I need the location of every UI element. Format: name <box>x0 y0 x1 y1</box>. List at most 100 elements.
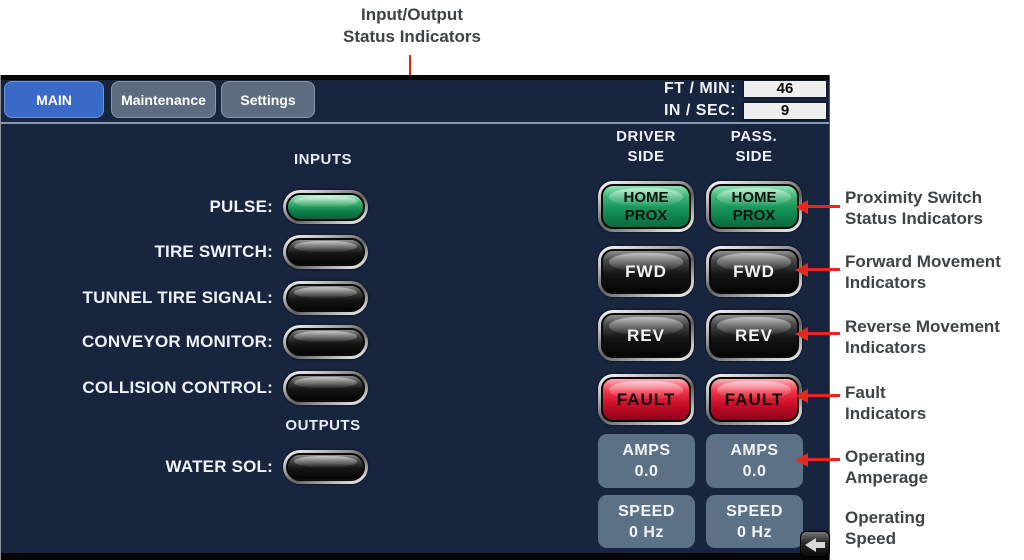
annotation-reverse: Reverse Movement Indicators <box>845 316 1000 358</box>
pass-home-prox-label: HOME PROX <box>731 188 777 224</box>
driver-fwd-indicator: FWD <box>598 246 694 297</box>
pass-amps-readout: AMPS 0.0 <box>706 434 803 488</box>
driver-speed-title: SPEED <box>618 503 675 520</box>
pass-amps-value: 0.0 <box>742 463 767 480</box>
arrow-fault <box>795 389 840 403</box>
driver-amps-value: 0.0 <box>634 463 659 480</box>
in-per-sec-label: IN / SEC: <box>663 102 736 119</box>
arrow-amperage <box>795 453 840 467</box>
annotation-proximity-line2: Status Indicators <box>845 209 983 228</box>
io-status-annotation-line1: Input/Output <box>361 5 463 24</box>
arrowhead-icon <box>795 327 808 341</box>
driver-rev-label: REV <box>627 325 665 345</box>
pass-side-line1: PASS. <box>730 128 778 145</box>
annotation-speed: Operating Speed <box>845 507 925 549</box>
annotation-proximity-line1: Proximity Switch <box>845 188 982 207</box>
ft-per-min-value: 46 <box>742 79 828 99</box>
pass-fwd-indicator: FWD <box>706 246 802 297</box>
output-indicator-water-sol <box>283 450 368 484</box>
io-status-annotation-line2: Status Indicators <box>343 27 481 46</box>
in-per-sec-value: 9 <box>742 101 828 121</box>
back-arrow-icon <box>805 538 816 552</box>
indicator-face: FAULT <box>601 377 691 422</box>
arrowhead-icon <box>795 263 808 277</box>
outputs-header: OUTPUTS <box>285 417 361 434</box>
output-label-water-sol: WATER SOL: <box>165 457 273 476</box>
driver-speed-value: 0 Hz <box>629 524 664 541</box>
back-arrow-icon-shaft <box>816 542 825 548</box>
pass-speed-title: SPEED <box>726 503 783 520</box>
driver-fwd-label: FWD <box>625 261 667 281</box>
indicator-lens <box>286 193 365 221</box>
pass-rev-indicator: REV <box>706 310 802 361</box>
driver-rev-indicator: REV <box>598 310 694 361</box>
io-status-annotation: Input/Output Status Indicators <box>317 4 507 48</box>
arrow-proximity <box>795 200 840 214</box>
input-indicator-pulse <box>283 190 368 224</box>
panel-bottom-bezel <box>1 553 829 560</box>
indicator-face: FWD <box>601 249 691 294</box>
pass-fault-indicator: FAULT <box>706 374 802 425</box>
driver-fault-indicator: FAULT <box>598 374 694 425</box>
hmi-panel: MAIN Maintenance Settings FT / MIN: 46 I… <box>0 75 830 560</box>
indicator-face: FAULT <box>709 377 799 422</box>
tab-maintenance[interactable]: Maintenance <box>111 81 216 118</box>
indicator-face: FWD <box>709 249 799 294</box>
indicator-face: REV <box>709 313 799 358</box>
panel-top-bezel <box>1 75 829 80</box>
pass-fault-label: FAULT <box>724 389 784 409</box>
indicator-lens <box>286 328 365 356</box>
pass-rev-label: REV <box>735 325 773 345</box>
driver-side-line1: DRIVER <box>616 128 676 145</box>
annotation-forward-line2: Indicators <box>845 273 927 292</box>
indicator-lens <box>286 374 365 402</box>
back-button[interactable] <box>800 531 830 557</box>
indicator-lens <box>286 238 365 266</box>
driver-fault-label: FAULT <box>616 389 676 409</box>
annotation-fault-line1: Fault <box>845 383 886 402</box>
input-label-tunnel-tire-signal: TUNNEL TIRE SIGNAL: <box>82 288 273 307</box>
pass-speed-readout: SPEED 0 Hz <box>706 495 803 548</box>
input-label-conveyor-monitor: CONVEYOR MONITOR: <box>81 332 273 351</box>
input-indicator-tire-switch <box>283 235 368 269</box>
arrowhead-icon <box>795 453 808 467</box>
arrow-shaft <box>806 268 840 271</box>
annotation-reverse-line2: Indicators <box>845 338 927 357</box>
annotation-reverse-line1: Reverse Movement <box>845 317 1000 336</box>
annotation-fault: Fault Indicators <box>845 382 926 424</box>
pass-home-prox-indicator: HOME PROX <box>706 181 802 232</box>
driver-amps-readout: AMPS 0.0 <box>598 434 695 488</box>
inputs-header: INPUTS <box>293 151 352 168</box>
arrow-reverse <box>795 327 840 341</box>
input-label-pulse: PULSE: <box>209 197 273 216</box>
annotation-speed-line2: Speed <box>845 529 897 548</box>
pass-speed-value: 0 Hz <box>737 524 772 541</box>
indicator-face: HOME PROX <box>709 184 799 229</box>
driver-amps-title: AMPS <box>622 442 671 459</box>
driver-home-prox-label: HOME PROX <box>623 188 669 224</box>
arrow-shaft <box>806 394 840 397</box>
driver-home-prox-indicator: HOME PROX <box>598 181 694 232</box>
input-indicator-conveyor-monitor <box>283 325 368 359</box>
input-indicator-collision-control <box>283 371 368 405</box>
arrow-shaft <box>806 458 840 461</box>
arrow-shaft <box>806 205 840 208</box>
tab-settings[interactable]: Settings <box>221 81 315 118</box>
driver-speed-readout: SPEED 0 Hz <box>598 495 695 548</box>
indicator-lens <box>286 284 365 312</box>
pass-fwd-label: FWD <box>733 261 775 281</box>
input-label-tire-switch: TIRE SWITCH: <box>154 242 273 261</box>
annotation-forward: Forward Movement Indicators <box>845 251 1001 293</box>
annotation-amperage-line2: Amperage <box>845 468 929 487</box>
annotation-fault-line2: Indicators <box>845 404 927 423</box>
arrow-shaft <box>806 332 840 335</box>
input-indicator-tunnel-tire-signal <box>283 281 368 315</box>
pass-amps-title: AMPS <box>730 442 779 459</box>
annotation-amperage: Operating Amperage <box>845 446 928 488</box>
input-label-collision-control: COLLISION CONTROL: <box>82 378 273 397</box>
annotation-proximity: Proximity Switch Status Indicators <box>845 187 983 229</box>
tab-main[interactable]: MAIN <box>4 81 104 118</box>
indicator-lens <box>286 453 365 481</box>
indicator-face: HOME PROX <box>601 184 691 229</box>
ft-per-min-label: FT / MIN: <box>663 80 736 97</box>
